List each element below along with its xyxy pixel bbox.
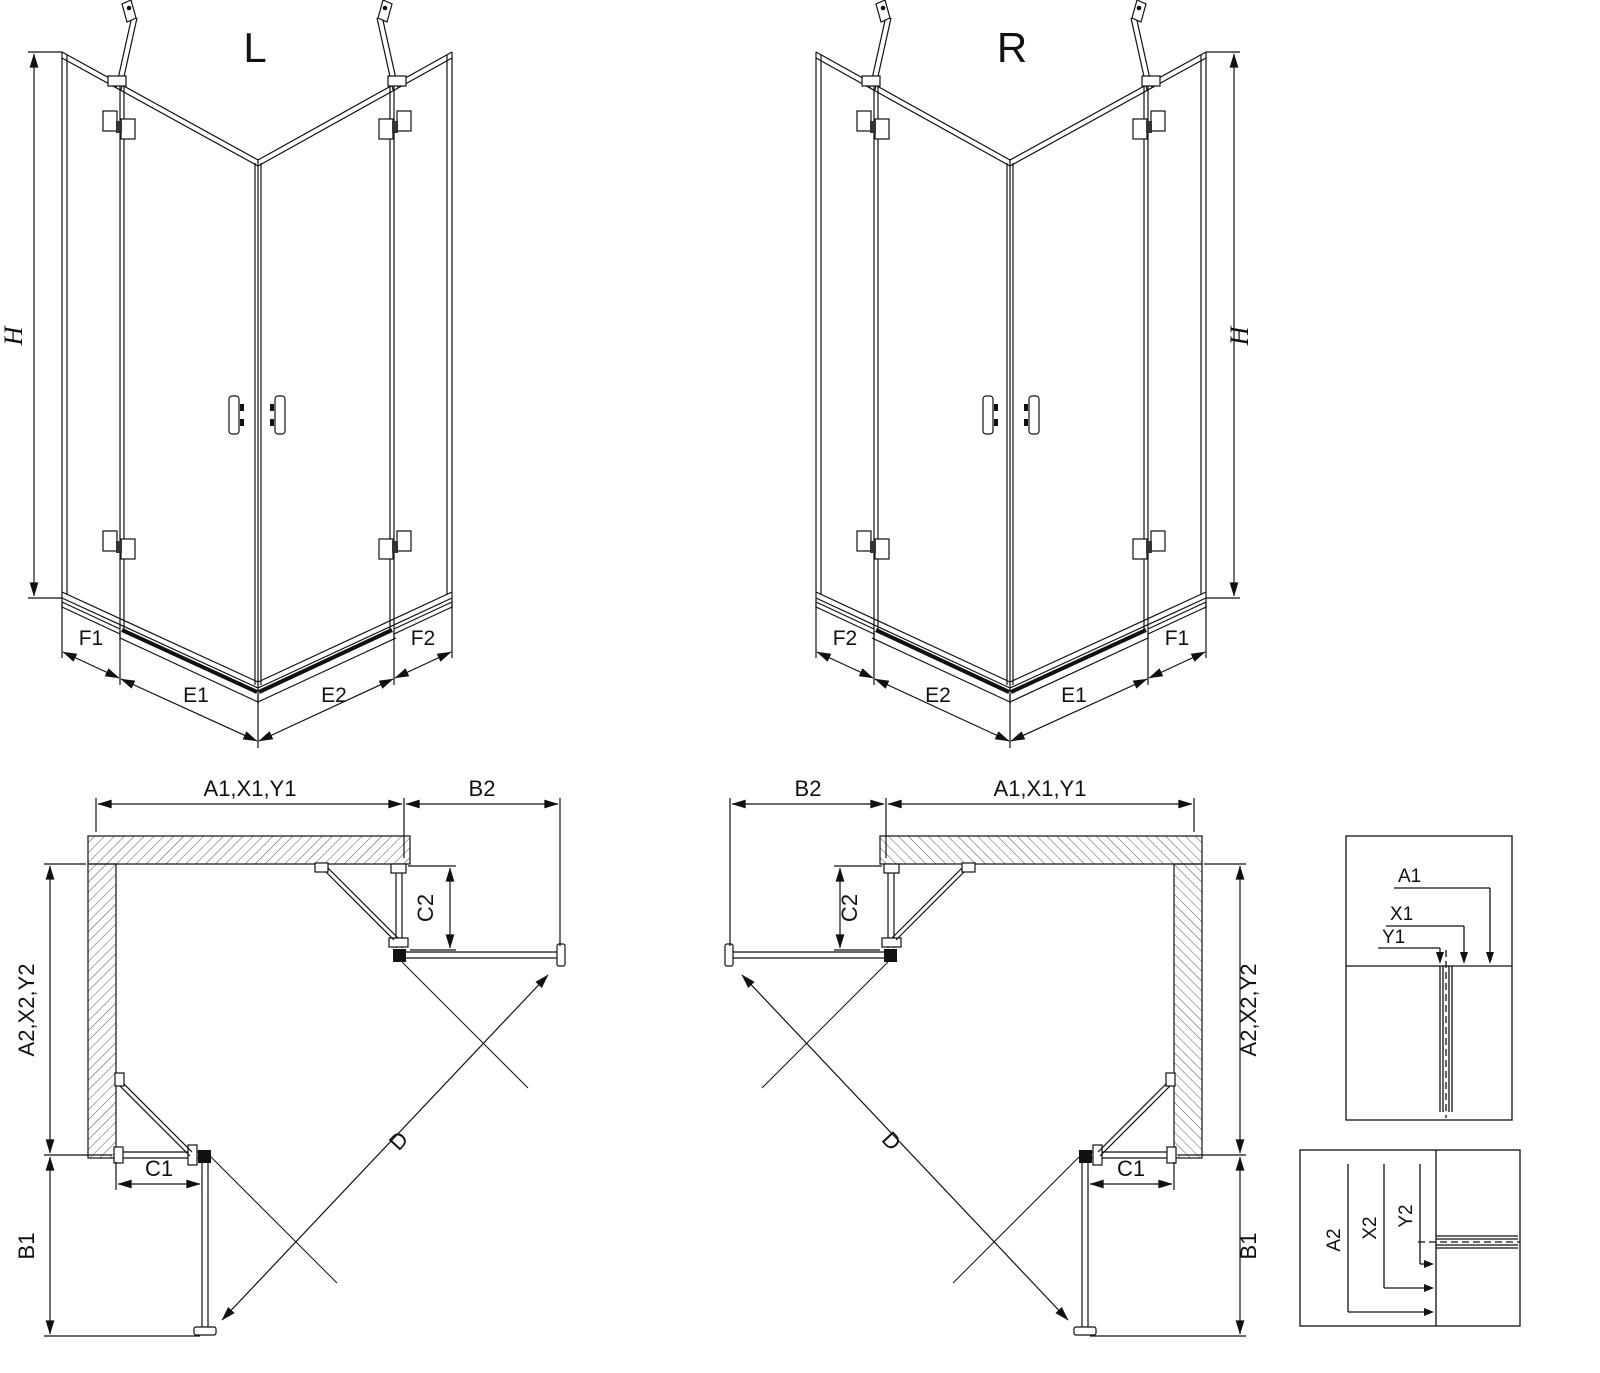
dim-label-c1-rightplan: C1 xyxy=(1117,1156,1145,1181)
dim-label-e1-left: E1 xyxy=(183,684,209,707)
left-plan-view: A1,X1,Y1 B2 C2 A2,X2,Y2 C1 B1 D xyxy=(14,776,565,1336)
left-3d-view: L H F1 E1 E2 F2 xyxy=(0,0,452,748)
dim-label-e2-right: E2 xyxy=(925,684,951,707)
dim-label-c2-rightplan: C2 xyxy=(837,894,862,922)
dim-label-h-left: H xyxy=(0,325,28,346)
right-variant-label: R xyxy=(997,24,1027,71)
dim-label-c1-leftplan: C1 xyxy=(145,1156,173,1181)
profile-detail-top: A1 X1 Y1 xyxy=(1345,835,1513,1121)
detail-bottom-frame xyxy=(1299,1149,1521,1327)
detail-top-frame xyxy=(1345,835,1513,1121)
dim-label-d-rightplan: D xyxy=(877,1127,906,1156)
dim-label-y1-detail: Y1 xyxy=(1382,927,1405,948)
dim-label-f1-right: F1 xyxy=(1165,627,1190,650)
dim-label-f2-left: F2 xyxy=(411,627,436,650)
dim-label-f2-right: F2 xyxy=(833,627,858,650)
left-plan-geometry xyxy=(44,798,565,1336)
dim-label-x1-detail: X1 xyxy=(1390,904,1413,925)
dim-label-e2-left: E2 xyxy=(321,684,347,707)
dim-label-b1-rightplan: B1 xyxy=(1236,1233,1261,1260)
dim-label-e1-right: E1 xyxy=(1061,684,1087,707)
dim-label-a1x1y1-leftplan: A1,X1,Y1 xyxy=(204,776,297,801)
dim-label-a1x1y1-rightplan: A1,X1,Y1 xyxy=(994,776,1087,801)
dim-label-b2-rightplan: B2 xyxy=(795,776,822,801)
dim-label-a2x2y2-leftplan: A2,X2,Y2 xyxy=(14,964,39,1057)
profile-detail-bottom: A2 X2 Y2 xyxy=(1299,1149,1521,1327)
dim-label-x2-detail: X2 xyxy=(1360,1216,1381,1239)
dim-label-a2x2y2-rightplan: A2,X2,Y2 xyxy=(1236,964,1261,1057)
dim-label-c2-leftplan: C2 xyxy=(413,894,438,922)
right-3d-view: R H F2 E2 E1 F1 xyxy=(816,0,1254,748)
right-plan-geometry xyxy=(725,798,1246,1336)
dim-label-f1-left: F1 xyxy=(79,627,104,650)
right-plan-view: B2 A1,X1,Y1 C2 A2,X2,Y2 C1 B1 D xyxy=(725,776,1261,1336)
dim-label-b1-leftplan: B1 xyxy=(14,1233,39,1260)
dim-label-y2-detail: Y2 xyxy=(1396,1204,1417,1227)
left-variant-label: L xyxy=(243,24,266,71)
dim-label-a1-detail: A1 xyxy=(1398,866,1421,887)
dim-label-d-leftplan: D xyxy=(384,1127,413,1156)
dim-label-a2-detail: A2 xyxy=(1324,1228,1345,1251)
dim-label-b2-leftplan: B2 xyxy=(469,776,496,801)
dim-label-h-right: H xyxy=(1225,325,1254,346)
